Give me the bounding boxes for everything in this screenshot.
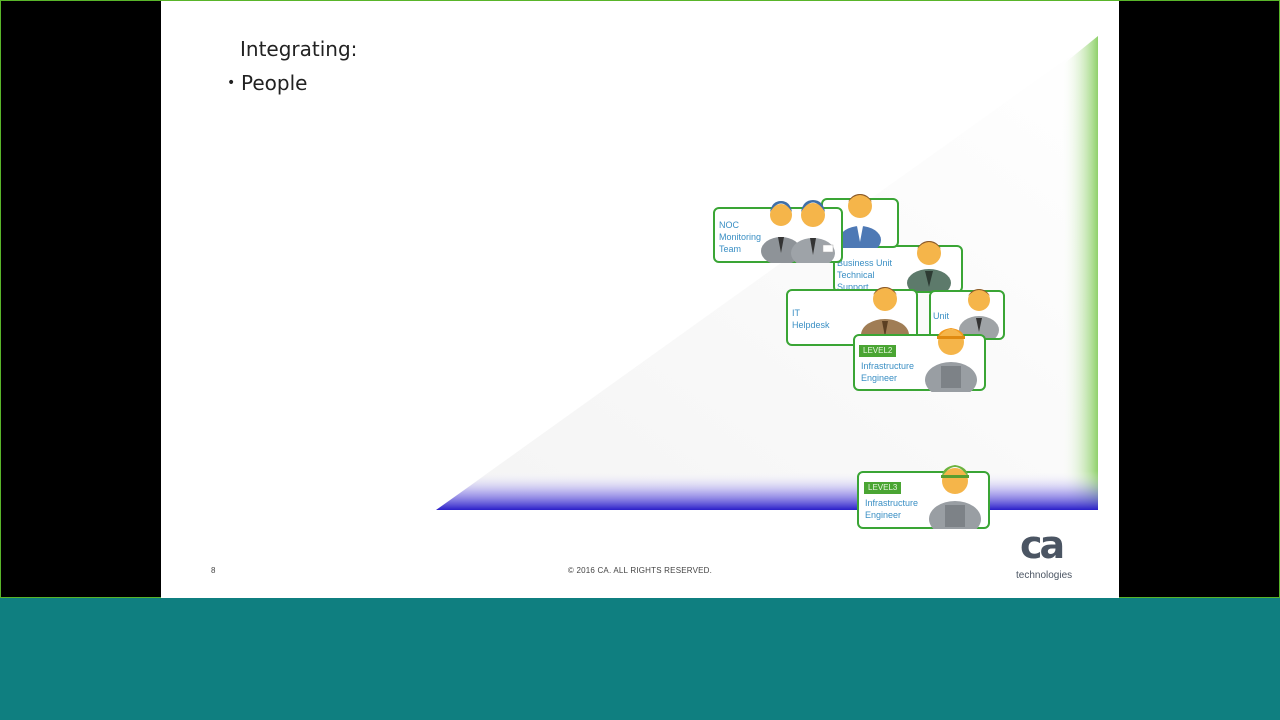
triangle-blue-base bbox=[436, 471, 1098, 510]
card-label-it-helpdesk: IT Helpdesk bbox=[792, 308, 830, 330]
bullet-text: People bbox=[241, 71, 308, 95]
card-label-unit: Unit bbox=[933, 311, 950, 321]
triangle-green-edge bbox=[1061, 36, 1098, 510]
support-agent-avatar bbox=[907, 241, 951, 291]
ca-logo-wordmark: technologies bbox=[1016, 570, 1073, 581]
card-label-level3: Infrastructure Engineer bbox=[865, 498, 919, 520]
engineer-level3-avatar bbox=[929, 465, 981, 529]
level3-badge: LEVEL3 bbox=[864, 482, 902, 494]
bullet-item: • People bbox=[227, 71, 307, 95]
unit-person-avatar bbox=[959, 289, 999, 338]
page-number: 8 bbox=[211, 566, 216, 575]
card-manager bbox=[821, 194, 899, 248]
player-bottom-bar bbox=[0, 598, 1280, 720]
card-label-level2: Infrastructure Engineer bbox=[861, 361, 915, 383]
card-noc-monitoring-team: NOC Monitoring Team bbox=[713, 200, 843, 263]
ca-technologies-logo: ca technologies bbox=[1016, 525, 1076, 585]
ca-logo-mark: ca bbox=[1020, 523, 1065, 567]
engineer-level2-avatar bbox=[925, 328, 977, 392]
video-frame: Integrating: • People Business Unit Techn… bbox=[0, 0, 1280, 598]
copyright-notice: © 2016 CA. ALL RIGHTS RESERVED. bbox=[567, 566, 713, 575]
card-level2-infrastructure-engineer: LEVEL2 Infrastructure Engineer bbox=[853, 328, 986, 392]
card-level3-infrastructure-engineer: LEVEL3 Infrastructure Engineer bbox=[857, 465, 990, 529]
card-label-noc: NOC Monitoring Team bbox=[719, 220, 762, 254]
bullet-dot-icon: • bbox=[227, 75, 236, 91]
slide-title: Integrating: bbox=[240, 37, 358, 61]
card-business-unit-technical-support: Business Unit Technical Support bbox=[833, 241, 963, 293]
manager-avatar bbox=[839, 194, 881, 248]
noc-team-avatar bbox=[761, 200, 835, 263]
level2-badge: LEVEL2 bbox=[859, 345, 897, 357]
presentation-slide: Integrating: • People Business Unit Techn… bbox=[161, 1, 1119, 598]
card-label-bu-tech: Business Unit Technical Support bbox=[837, 258, 893, 291]
